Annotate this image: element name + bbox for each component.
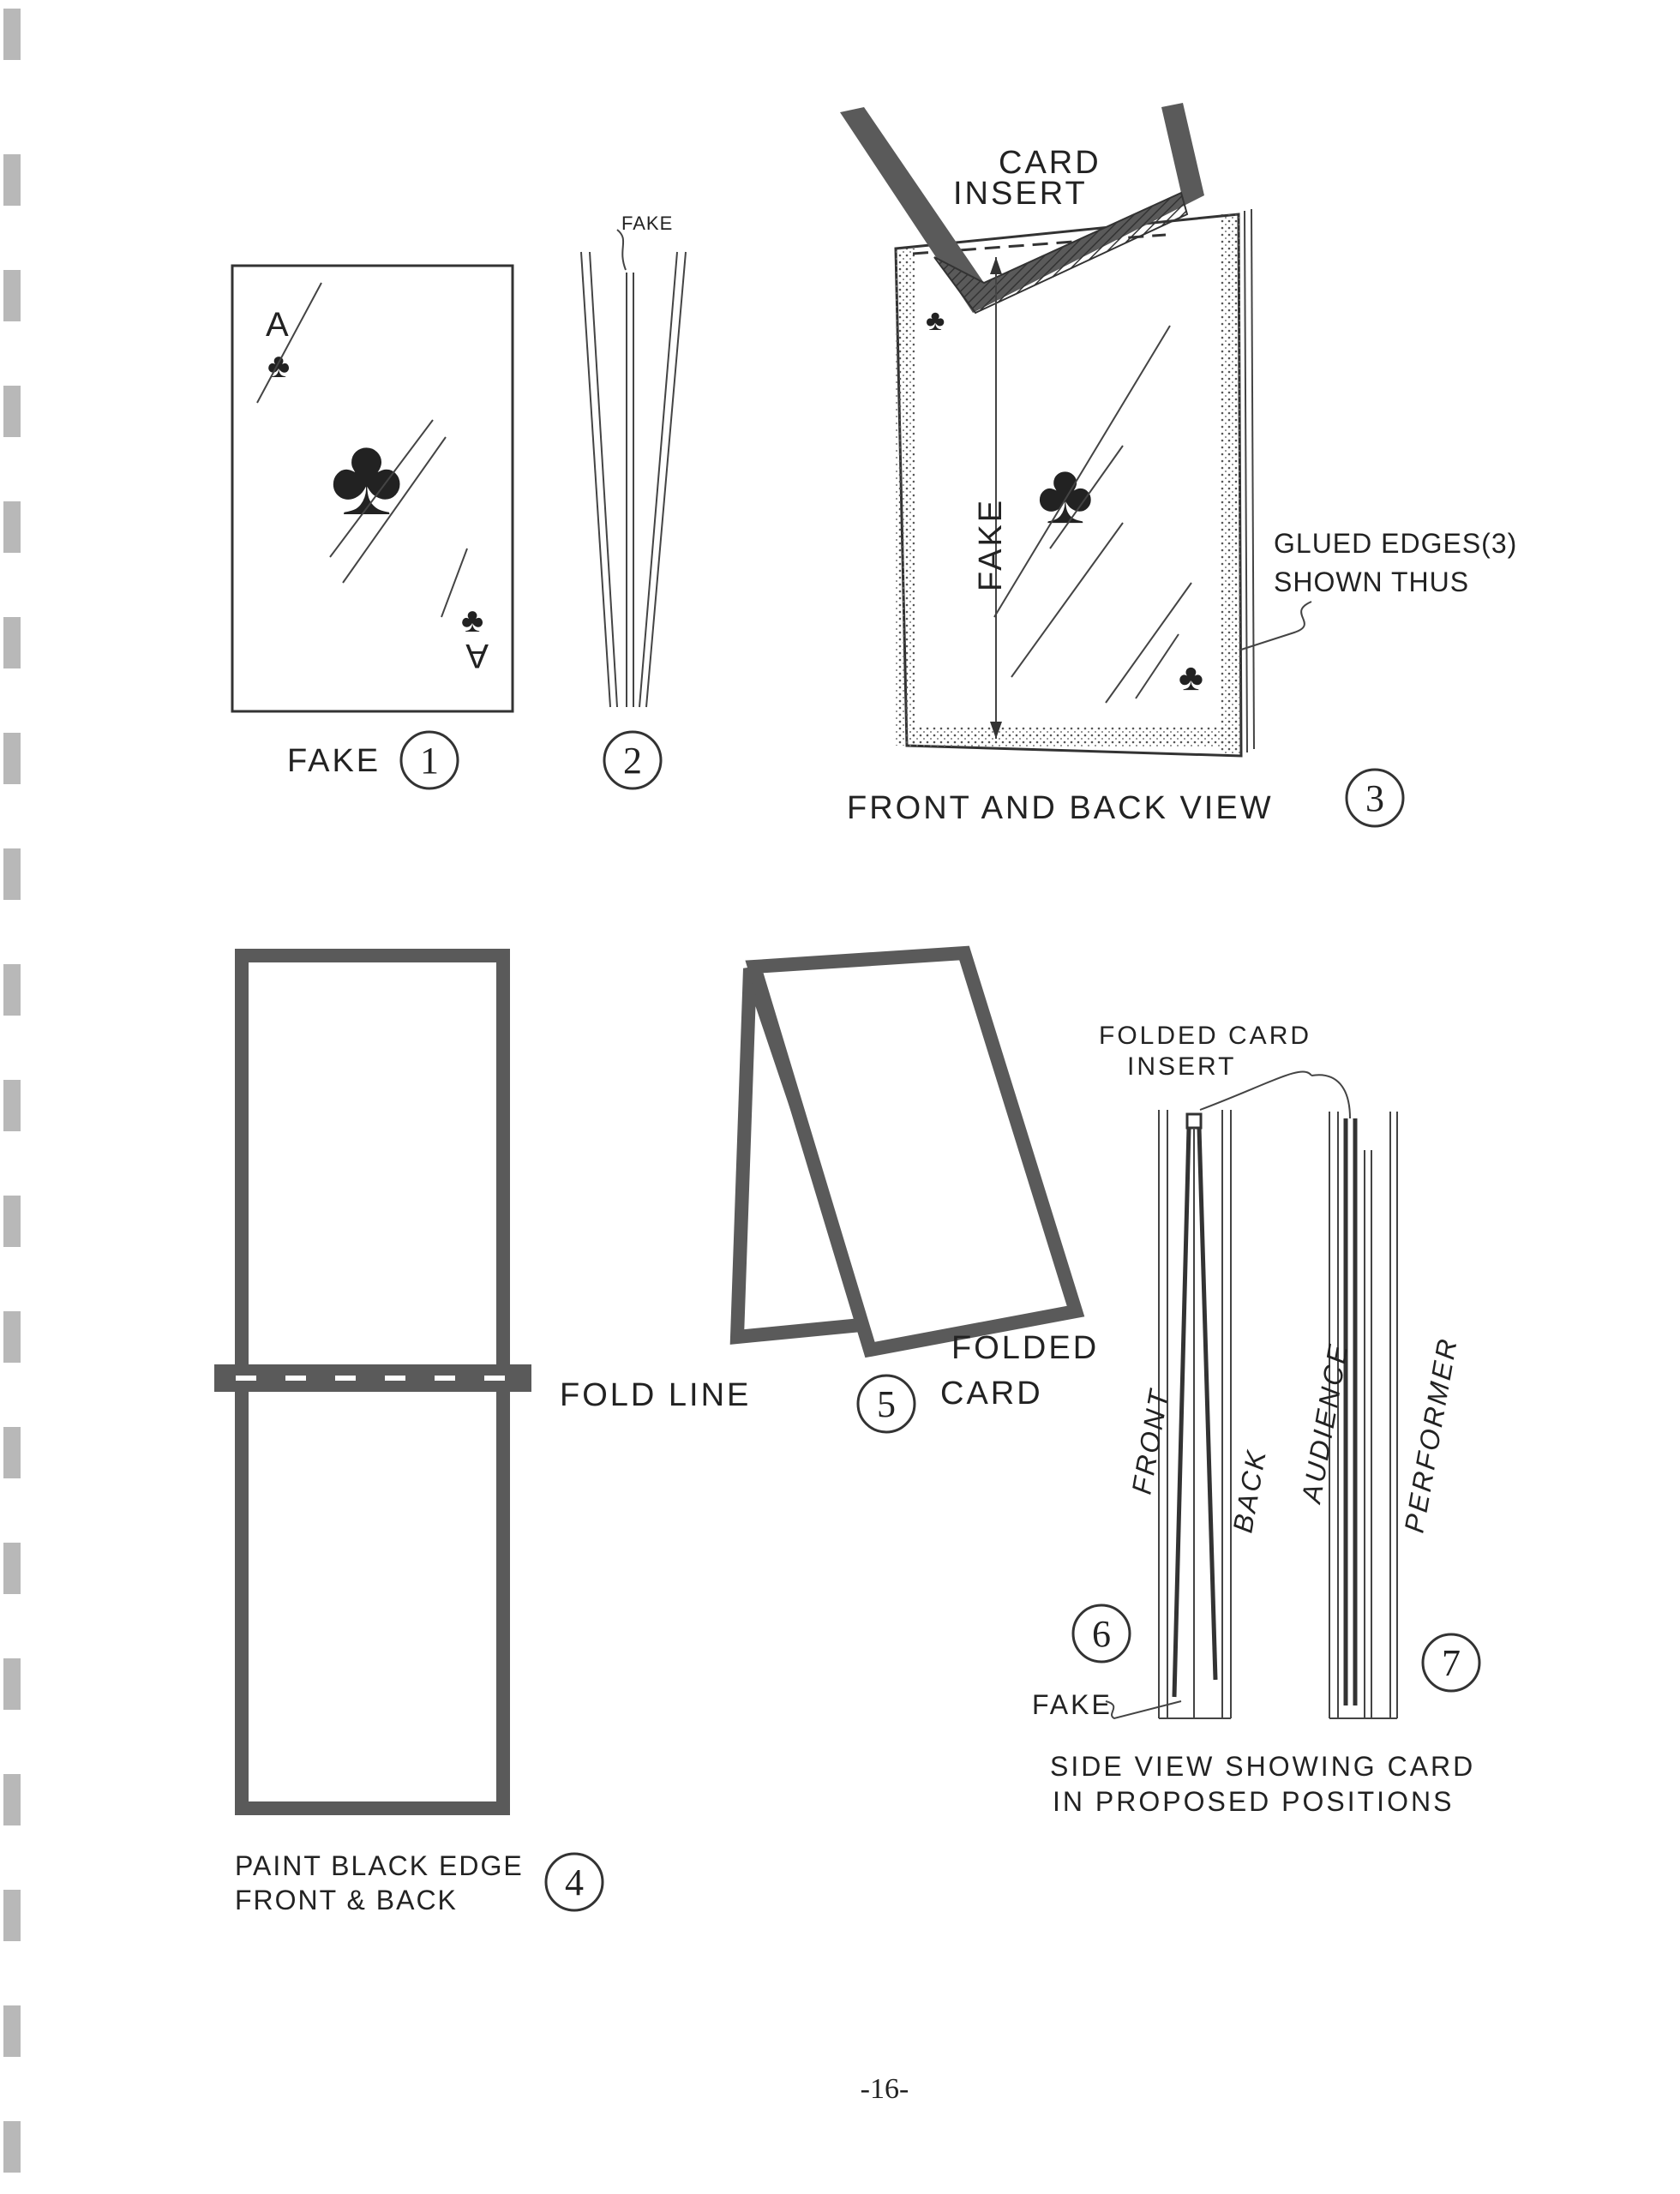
performer-label: PERFORMER — [1398, 1334, 1463, 1535]
fig3-caption: FRONT AND BACK VIEW — [847, 790, 1274, 826]
card-rank-top: A — [266, 306, 291, 344]
side-view-caption-1: SIDE VIEW SHOWING CARD — [1050, 1751, 1475, 1782]
card-rank-bottom: A — [463, 637, 489, 674]
figure-7-side-view: AUDIENCE PERFORMER 7 — [1295, 1112, 1481, 1719]
figure-2-side: FAKE 2 — [580, 213, 687, 790]
shown-thus-label: SHOWN THUS — [1274, 566, 1469, 597]
glare-lines — [256, 282, 468, 618]
fig1-label: FAKE — [287, 743, 381, 779]
fold-band — [214, 1364, 531, 1392]
fake-vertical-label: FAKE — [973, 498, 1009, 591]
glued-edges-label: GLUED EDGES(3) — [1274, 528, 1517, 559]
fig4-number: 4 — [565, 1861, 584, 1903]
fig6-fake-label: FAKE — [1032, 1689, 1113, 1720]
club-icon: ♣ — [1179, 656, 1206, 698]
club-icon: ♣ — [461, 602, 486, 639]
club-icon: ♣ — [267, 347, 292, 385]
fig5-caption-2: CARD — [940, 1376, 1043, 1412]
fig2-fake-label: FAKE — [621, 213, 673, 234]
figure-6-side-view: FOLDED CARD INSERT FRONT BACK FAKE 6 — [1032, 1022, 1351, 1720]
club-icon: ♣ — [926, 304, 947, 337]
binding-holes — [3, 9, 21, 2173]
figure-3-front-back-view: ♣ ♣ ♣ CARD INSERT FAKE GLUED EDGES(3) SH… — [840, 103, 1517, 828]
figure-5-folded-card: FOLDED CARD 5 — [729, 945, 1099, 1434]
club-icon: ♣ — [1037, 446, 1096, 542]
card-insert-label-1: CARD — [999, 145, 1101, 181]
figure-4-painted-card: FOLD LINE PAINT BLACK EDGE FRONT & BACK … — [214, 949, 751, 1915]
fig7-number: 7 — [1442, 1642, 1461, 1684]
side-view-caption-2: IN PROPOSED POSITIONS — [1053, 1786, 1454, 1817]
fig5-caption-1: FOLDED — [951, 1330, 1099, 1366]
figure-number-circle — [399, 730, 459, 790]
back-label: BACK — [1227, 1446, 1272, 1535]
card-insert-label-2: INSERT — [953, 176, 1088, 212]
figure-1-fake-card: A ♣ ♣ ♣ A FAKE 1 — [231, 264, 514, 790]
fig4-caption-2: FRONT & BACK — [235, 1885, 458, 1915]
fig4-caption-1: PAINT BLACK EDGE — [235, 1850, 524, 1881]
fig2-number: 2 — [623, 740, 642, 782]
folded-card-insert-label-1: FOLDED CARD — [1099, 1022, 1311, 1050]
fig6-number: 6 — [1092, 1613, 1111, 1655]
folded-card-insert-label-2: INSERT — [1127, 1052, 1236, 1081]
fig3-number: 3 — [1365, 777, 1384, 819]
fig5-number: 5 — [877, 1383, 896, 1425]
fig1-number: 1 — [420, 740, 439, 782]
fold-line-label: FOLD LINE — [560, 1377, 751, 1413]
page-number: -16- — [861, 2073, 909, 2105]
club-icon: ♣ — [330, 413, 405, 538]
